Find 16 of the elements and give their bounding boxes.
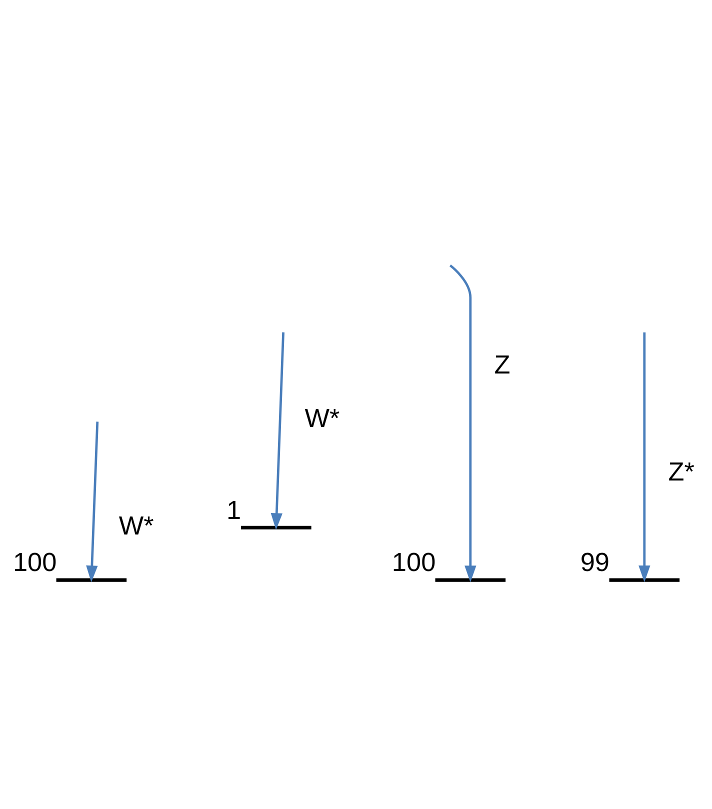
edge-label: Z*: [668, 456, 694, 487]
arrow: [638, 332, 650, 582]
node-bar: [56, 578, 127, 582]
node-label: 100: [392, 547, 436, 578]
arrow: [449, 264, 476, 582]
node-label: 1: [226, 494, 242, 525]
edge-label: W*: [118, 510, 154, 540]
node-bar: [609, 578, 680, 582]
arrow: [86, 422, 99, 582]
edge-label: Z: [494, 349, 510, 380]
node-bar: [435, 578, 506, 582]
node-label: 100: [12, 547, 57, 578]
arrow: [270, 332, 284, 530]
node-bar: [241, 526, 312, 530]
edge-label: W*: [304, 403, 340, 434]
node-label: 99: [580, 547, 610, 578]
